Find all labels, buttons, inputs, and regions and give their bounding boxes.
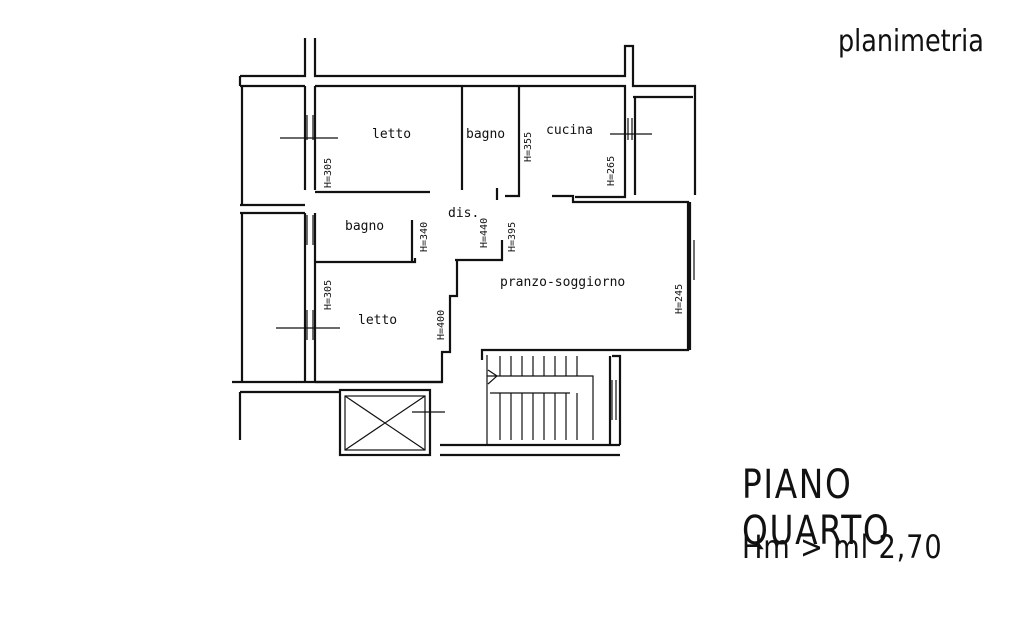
room-label-dis: dis.	[448, 206, 479, 221]
drawing-title: planimetria	[838, 24, 984, 59]
height-mark: H=265	[606, 156, 617, 186]
room-label-letto: letto	[358, 313, 397, 328]
walls	[232, 38, 697, 457]
height-mark: H=340	[419, 222, 430, 252]
room-label-bagno: bagno	[345, 219, 384, 234]
room-label-cucina: cucina	[546, 123, 593, 138]
staircase	[486, 355, 594, 445]
room-label-pranzo-soggiorno: pranzo-soggiorno	[500, 275, 625, 290]
height-mark: H=395	[507, 222, 518, 252]
height-label: Hm > ml 2,70	[742, 528, 943, 566]
floor-label: PIANO QUARTO	[742, 462, 891, 554]
elevator	[338, 388, 432, 457]
height-mark: H=305	[323, 158, 334, 188]
height-mark: H=400	[436, 310, 447, 340]
height-mark: H=245	[674, 284, 685, 314]
height-mark: H=440	[479, 218, 490, 248]
height-mark: H=355	[523, 132, 534, 162]
room-label-bagno: bagno	[466, 127, 505, 142]
room-label-letto: letto	[372, 127, 411, 142]
height-mark: H=305	[323, 280, 334, 310]
